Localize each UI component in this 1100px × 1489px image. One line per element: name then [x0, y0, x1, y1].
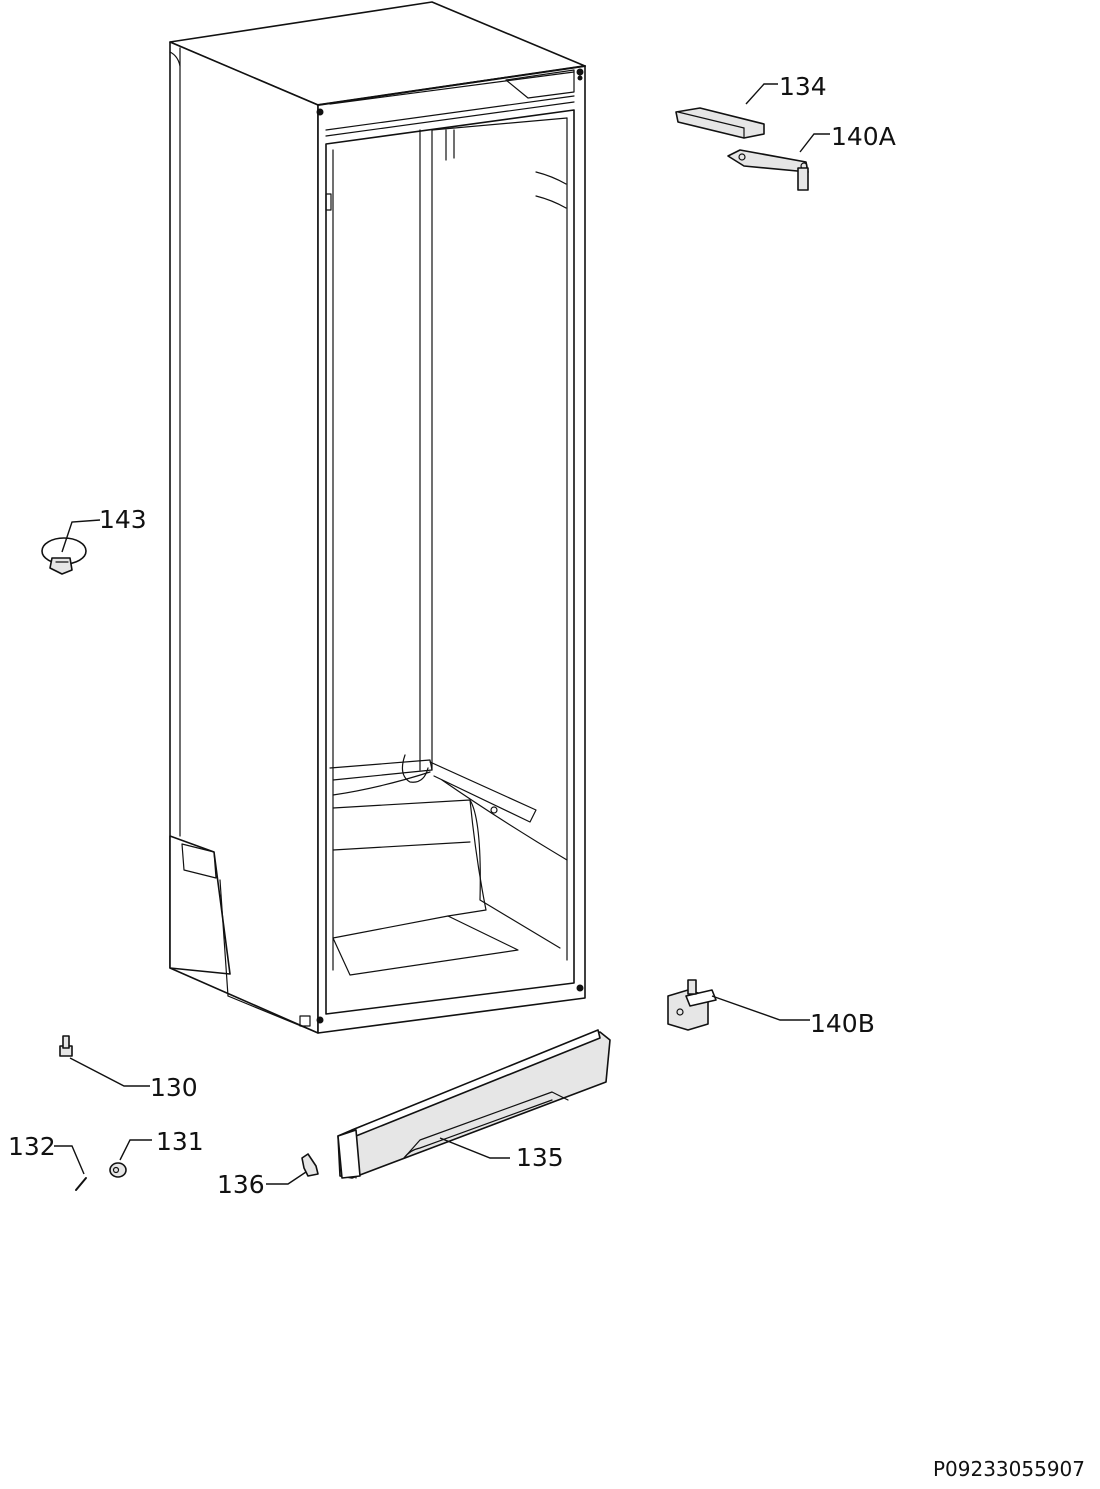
label-131: 131: [156, 1127, 204, 1156]
part-131-bush: 131: [109, 1127, 204, 1178]
label-135: 135: [516, 1143, 564, 1172]
part-134-hinge-cover: 134: [675, 72, 827, 139]
label-143: 143: [99, 505, 147, 534]
label-130: 130: [150, 1073, 198, 1102]
cabinet-body: [169, 1, 586, 1034]
label-140b: 140B: [810, 1009, 875, 1038]
part-136-plinth-clip: 136: [217, 1153, 319, 1199]
label-136: 136: [217, 1170, 265, 1199]
reference-code: P09233055907: [933, 1457, 1085, 1481]
part-135-plinth: 135: [337, 1029, 611, 1179]
part-140b-bottom-hinge: 140B: [667, 979, 875, 1038]
part-130-foot-screw: 130: [59, 1035, 198, 1102]
label-132: 132: [8, 1132, 56, 1161]
part-143-push-clip: 143: [41, 505, 147, 575]
label-134: 134: [779, 72, 827, 101]
label-140a: 140A: [831, 122, 896, 151]
part-132-pin: 132: [8, 1132, 87, 1191]
part-140a-top-hinge: 140A: [727, 122, 896, 191]
